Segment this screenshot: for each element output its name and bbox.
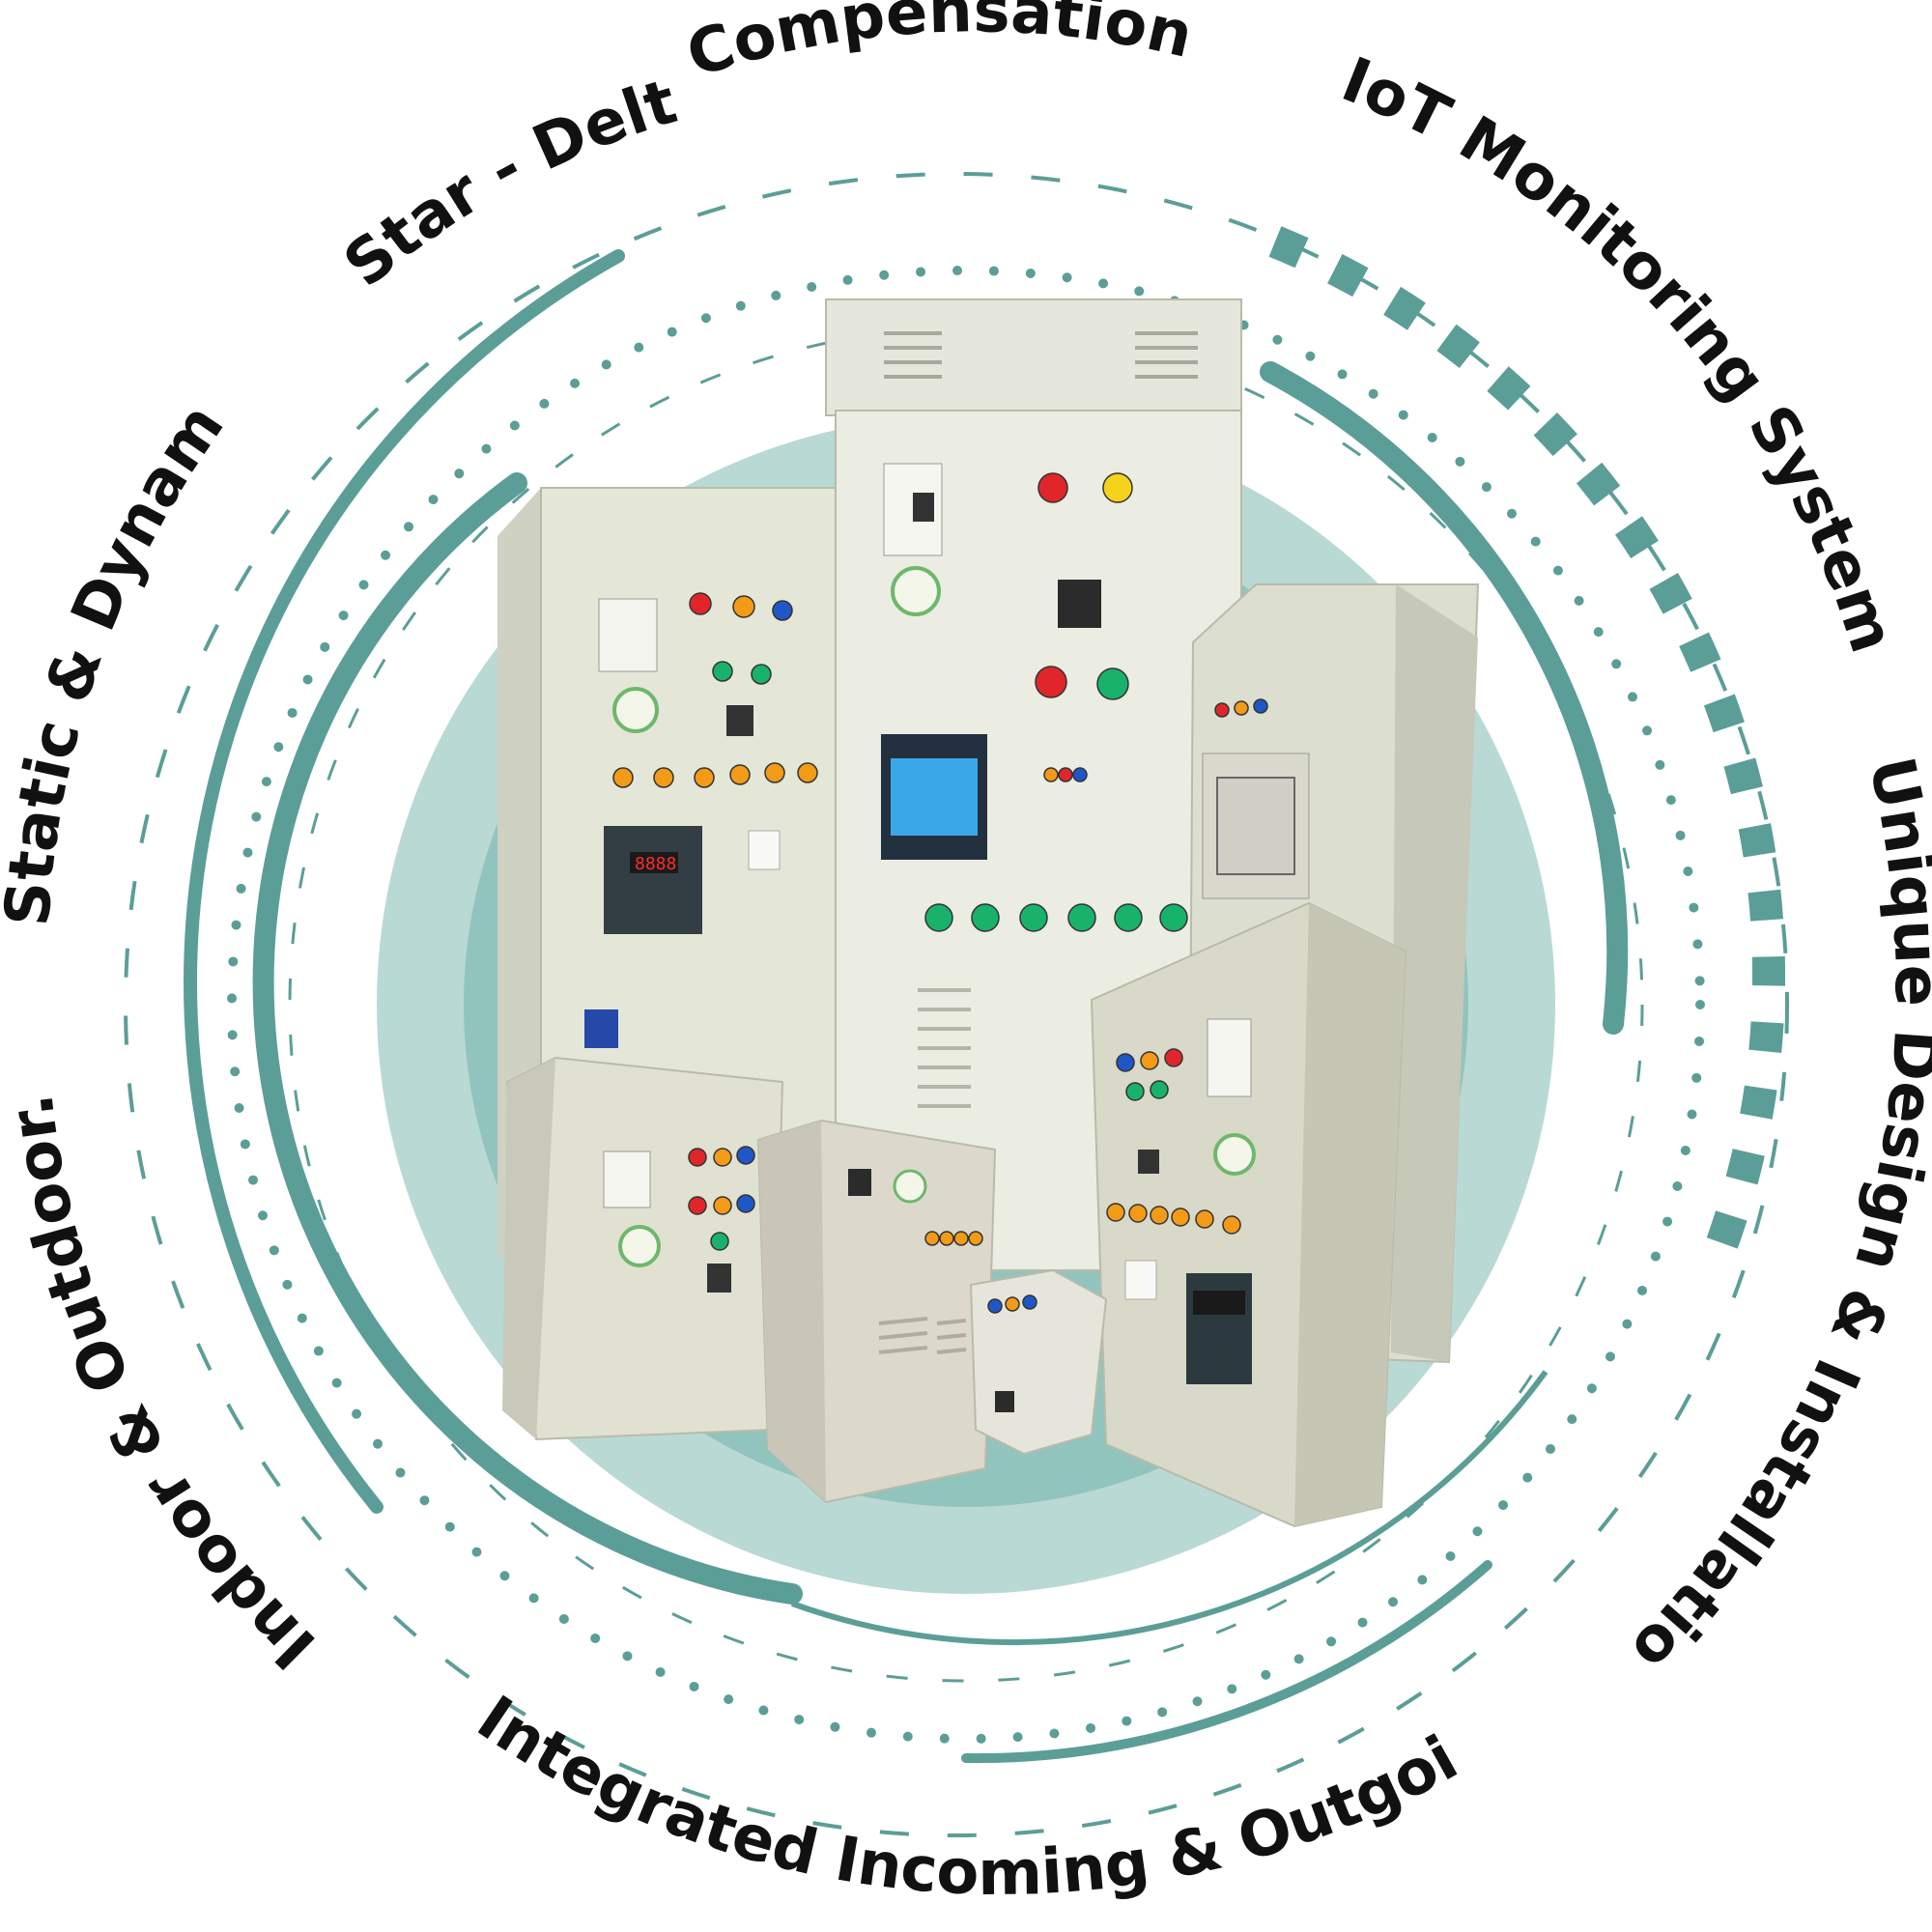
cabinet-center-tall	[825, 298, 1242, 1271]
dotted-ring	[227, 266, 1705, 1744]
solid-arc-left	[184, 249, 625, 1514]
dashed-ring-inner	[288, 327, 1644, 1683]
label-iot-monitoring: IoT Monitoring System	[1332, 44, 1908, 661]
panel-cabinets-image: 8888	[497, 298, 1480, 1528]
solid-arc-inner-left	[252, 472, 803, 1605]
dashed-ring-outer	[124, 172, 1789, 1837]
solid-arc-bottom	[961, 1560, 1492, 1764]
solid-arc-bottom-inner	[790, 1370, 1548, 1646]
label-static-dynamic: Static & Dynamic	[0, 0, 239, 928]
label-star-delta: Star - Delta	[0, 0, 685, 301]
label-compensation: Compensation.	[0, 0, 1199, 92]
solid-arc-right	[1260, 361, 1629, 1035]
cabinet-tiny	[969, 1268, 1108, 1456]
cabinet-right-front	[1090, 901, 1407, 1528]
square-dash-arc	[1268, 226, 1785, 1282]
cabinet-center-small	[756, 1119, 997, 1504]
cabinet-left-front	[502, 1056, 784, 1441]
svg-text:8888: 8888	[635, 854, 676, 874]
label-indoor-outdoor: Indoor & Outdoor.	[0, 1091, 329, 1682]
